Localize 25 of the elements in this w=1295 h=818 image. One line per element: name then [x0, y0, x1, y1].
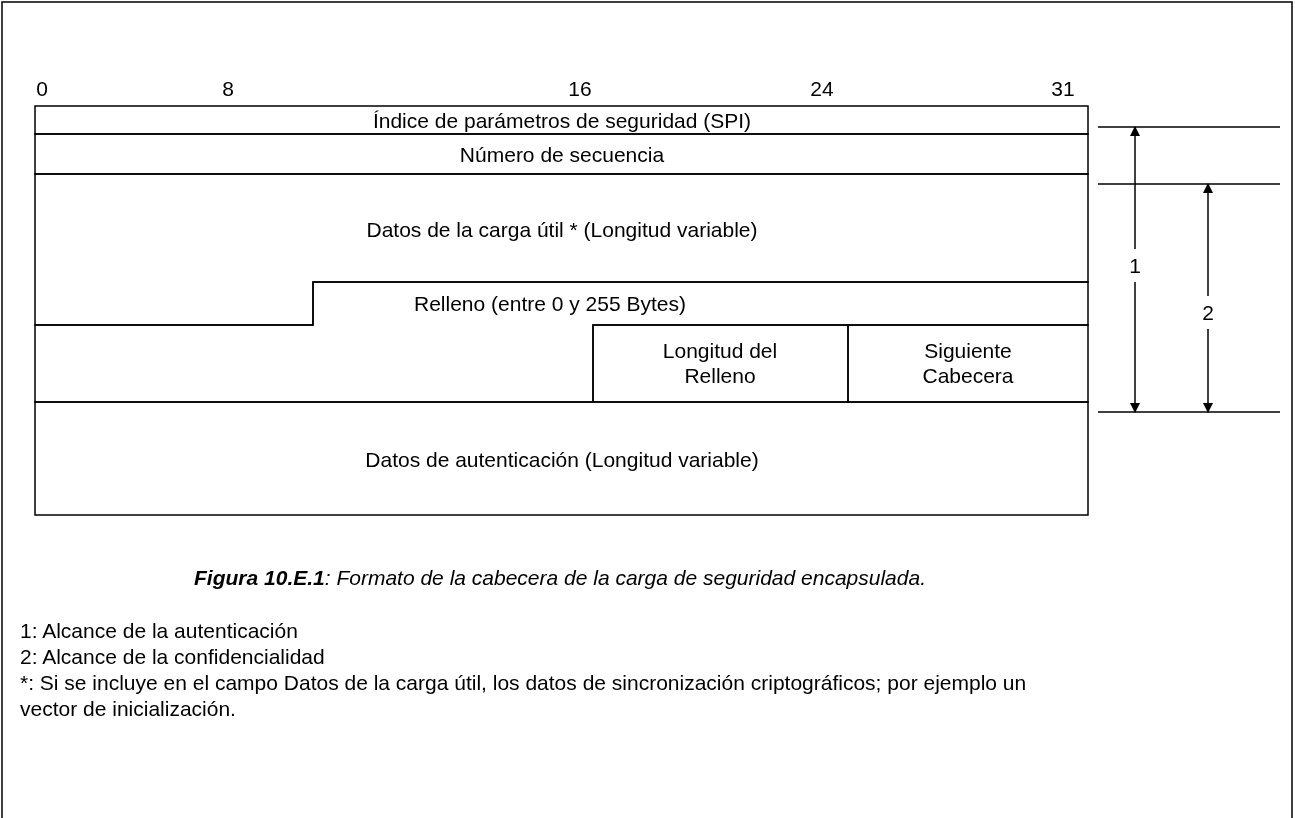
field-box	[35, 174, 1088, 325]
field-label: Datos de autenticación (Longitud variable)	[365, 446, 759, 472]
note-text: *: Si se incluye en el campo Datos de la carga útil, los datos de sincronización criptográficos; por ejemplo un vector de inicialización.	[20, 670, 1028, 722]
dimension-label: 2	[1200, 295, 1216, 329]
bit-number: 24	[810, 75, 834, 101]
field-label: Índice de parámetros de seguridad (SPI)	[372, 107, 752, 133]
field-box	[35, 106, 1088, 134]
dimension-label: 1	[1127, 248, 1143, 282]
figure-caption: Figura 10.E.1: Formato de la cabecera de la carga de seguridad encapsulada.	[194, 565, 926, 590]
field-label: Datos de la carga útil * (Longitud variable)	[366, 216, 758, 242]
note-text: 1: Alcance de la autenticación	[20, 617, 298, 643]
field-box	[35, 402, 1088, 515]
field-box	[848, 325, 1088, 402]
field-label: Relleno (entre 0 y 255 Bytes)	[414, 290, 686, 316]
field-label: Siguiente Cabecera	[921, 338, 1015, 388]
bit-number: 16	[568, 75, 592, 101]
field-label: Número de secuencia	[459, 141, 665, 167]
field-box	[593, 325, 848, 402]
bit-number: 0	[36, 75, 48, 101]
field-label: Longitud del Relleno	[661, 338, 779, 388]
bit-number: 31	[1051, 75, 1075, 101]
field-box	[35, 134, 1088, 174]
note-text: 2: Alcance de la confidencialidad	[20, 643, 325, 669]
bit-number: 8	[222, 75, 234, 101]
field-box	[35, 282, 1088, 402]
